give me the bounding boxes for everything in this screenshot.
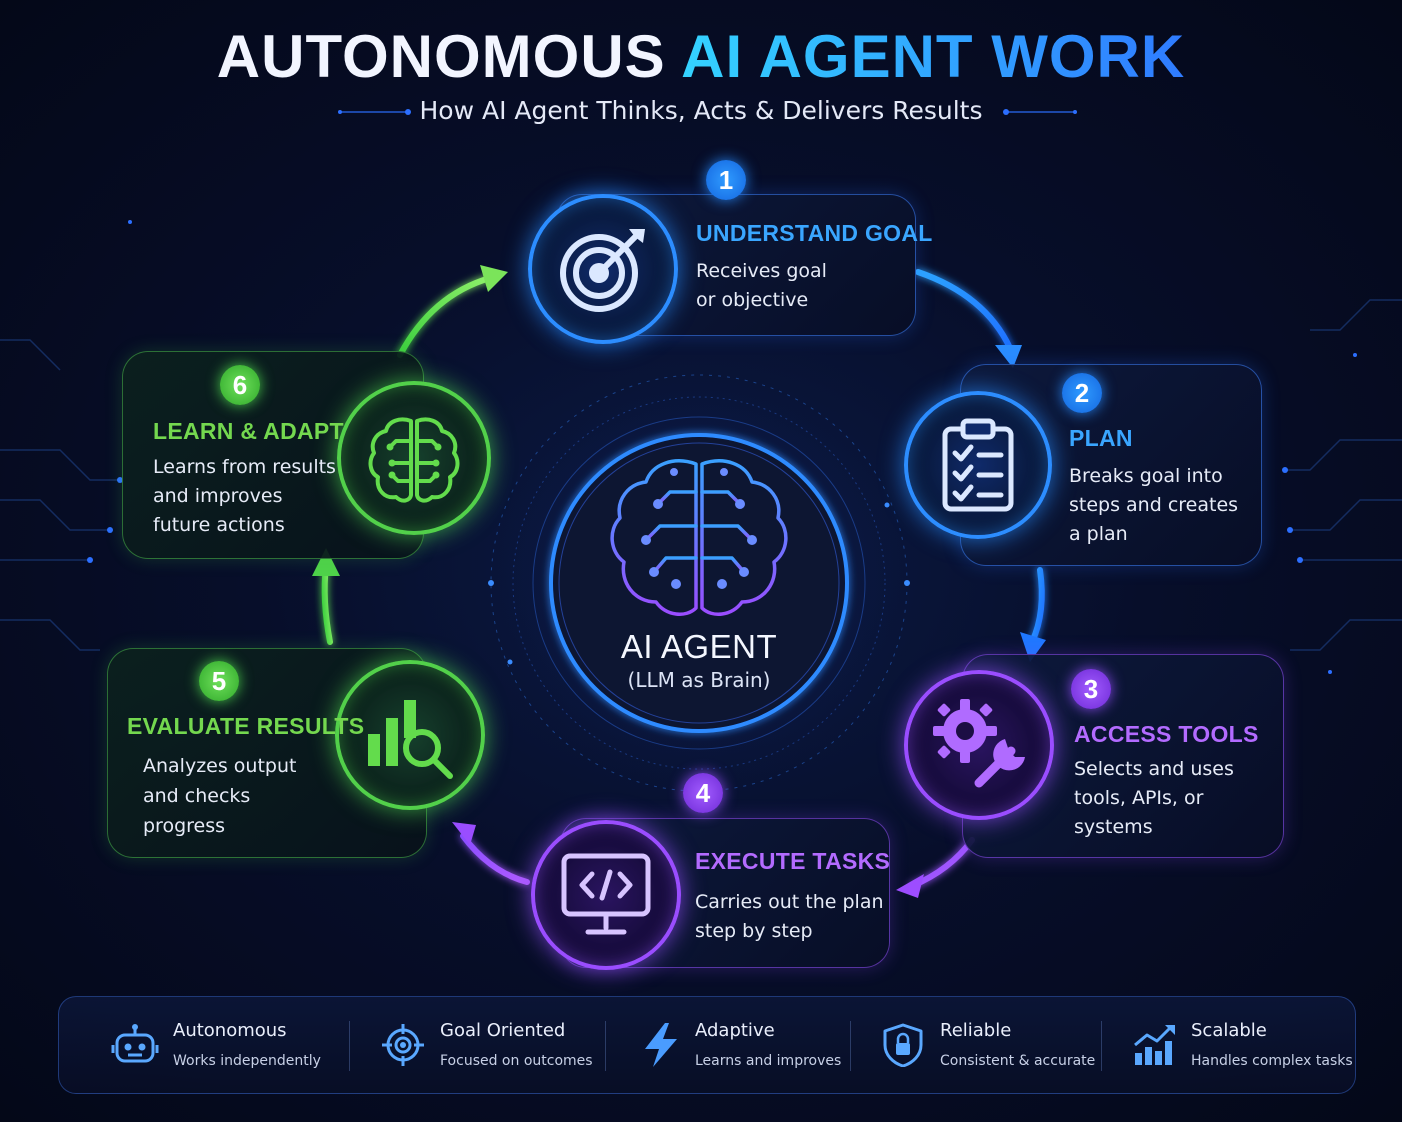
step-4-icon-circle <box>531 820 681 970</box>
code-monitor-icon <box>561 853 651 935</box>
feature-reliable-desc: Consistent & accurate <box>940 1053 1096 1069</box>
center-title: AI AGENT <box>620 628 778 665</box>
feature-autonomous-desc: Works independently <box>173 1053 321 1069</box>
step-3-badge: 3 <box>1071 669 1111 709</box>
features-bar: Autonomous Works independently Goal Orie… <box>58 996 1356 1094</box>
page-subtitle: How AI Agent Thinks, Acts & Delivers Res… <box>419 96 983 125</box>
step-4-badge: 4 <box>683 773 723 813</box>
feature-divider <box>850 1021 851 1071</box>
step-2-badge: 2 <box>1062 373 1102 413</box>
clipboard-checklist-icon <box>942 418 1014 512</box>
feature-goal-oriented-desc: Focused on outcomes <box>440 1053 593 1069</box>
robot-icon <box>111 1024 159 1063</box>
step-6-title: LEARN & ADAPT <box>153 418 344 444</box>
step-5-title: EVALUATE RESULTS <box>127 713 365 739</box>
step-1-title: UNDERSTAND GOAL <box>696 220 933 246</box>
feature-divider <box>1101 1021 1102 1071</box>
chart-magnifier-icon <box>368 700 453 779</box>
feature-adaptive-desc: Learns and improves <box>695 1053 842 1069</box>
step-6-icon-circle <box>337 381 491 535</box>
feature-adaptive-title: Adaptive <box>695 1020 775 1041</box>
title-part-gradient: AI AGENT WORK <box>681 23 1186 90</box>
center-subtitle: (LLM as Brain) <box>627 668 771 692</box>
step-2-icon-circle <box>904 391 1052 539</box>
step-6-badge: 6 <box>220 365 260 405</box>
growth-chart-icon <box>1134 1025 1175 1065</box>
step-2-title: PLAN <box>1069 425 1133 451</box>
step-5-icon-circle <box>335 660 485 810</box>
feature-reliable-title: Reliable <box>940 1020 1012 1041</box>
feature-scalable-desc: Handles complex tasks <box>1191 1053 1353 1069</box>
feature-divider <box>349 1021 350 1071</box>
step-5-badge: 5 <box>199 661 239 701</box>
crosshair-icon <box>382 1024 424 1066</box>
feature-goal-oriented-title: Goal Oriented <box>440 1020 566 1041</box>
step-1-icon-circle <box>528 194 678 344</box>
step-3-icon-circle <box>904 670 1054 820</box>
feature-autonomous-title: Autonomous <box>173 1020 287 1041</box>
lightning-icon <box>645 1023 677 1067</box>
feature-scalable-title: Scalable <box>1191 1020 1267 1041</box>
gear-wrench-icon <box>933 699 1025 788</box>
brain-circuit-icon <box>368 417 460 503</box>
step-4-title: EXECUTE TASKS <box>695 848 891 874</box>
page-title: AUTONOMOUS AI AGENT WORK <box>0 22 1402 91</box>
step-3-title: ACCESS TOOLS <box>1074 721 1259 747</box>
title-part-white: AUTONOMOUS <box>216 23 666 90</box>
target-icon <box>560 229 645 312</box>
arrow-heads <box>312 265 1046 898</box>
circuit-traces <box>0 299 1402 651</box>
brain-icon <box>610 459 788 616</box>
circuit-dots <box>87 109 1357 674</box>
step-1-badge: 1 <box>706 160 746 200</box>
feature-divider <box>605 1021 606 1071</box>
shield-lock-icon <box>883 1023 923 1067</box>
